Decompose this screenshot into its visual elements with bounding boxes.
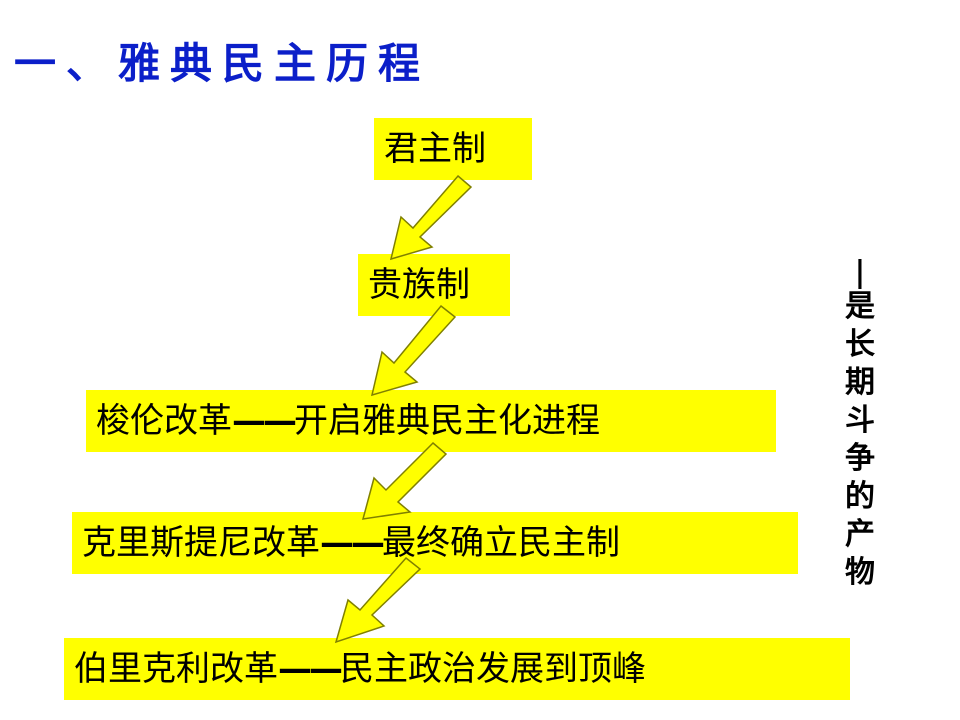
reform-desc: 开启雅典民主化进程 [294, 401, 600, 441]
side-note-char: 的 [845, 479, 875, 514]
arrow-3 [361, 441, 448, 520]
side-note-char: 争 [845, 441, 875, 476]
arrow-4 [334, 556, 422, 644]
dash: —— [232, 401, 297, 441]
reform-desc: 最终确立民主制 [382, 523, 620, 563]
page-title: 一、雅典民主历程 [14, 39, 431, 88]
dash: —— [320, 523, 385, 563]
stage-aristocracy: 贵族制 [358, 254, 510, 316]
stage-pericles-reform: 伯里克利改革——民主政治发展到顶峰 [64, 638, 850, 700]
reform-desc: 民主政治发展到顶峰 [340, 649, 646, 689]
reform-name: 伯里克利改革 [74, 649, 278, 689]
arrow-1 [389, 174, 473, 261]
stage-label: 君主制 [384, 129, 486, 169]
side-note: | 是 长 期 斗 争 的 产 物 [838, 258, 882, 592]
side-note-char: 斗 [845, 403, 875, 438]
stage-cleisthenes-reform: 克里斯提尼改革——最终确立民主制 [72, 512, 798, 574]
arrow-2 [370, 304, 457, 397]
side-note-bar: | [854, 255, 866, 290]
side-note-char: 是 [845, 289, 875, 324]
side-note-char: 期 [845, 365, 875, 400]
side-note-char: 产 [845, 517, 875, 552]
side-note-char: 物 [845, 555, 875, 590]
reform-name: 梭伦改革 [96, 401, 232, 441]
stage-solon-reform: 梭伦改革——开启雅典民主化进程 [86, 390, 776, 452]
dash: —— [278, 649, 343, 689]
side-note-char: 长 [845, 327, 875, 362]
stage-monarchy: 君主制 [374, 118, 532, 180]
reform-name: 克里斯提尼改革 [82, 523, 320, 563]
stage-label: 贵族制 [368, 265, 470, 305]
